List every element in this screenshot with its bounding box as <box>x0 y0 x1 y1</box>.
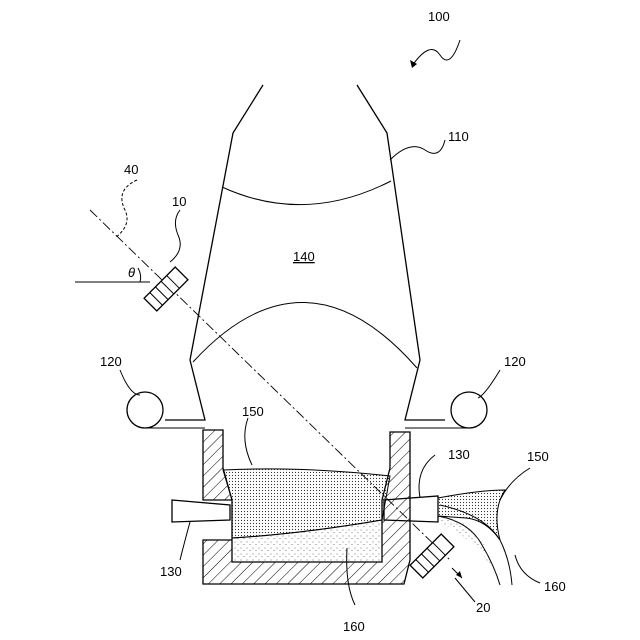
label-20: 20 <box>476 600 490 615</box>
hearth <box>203 430 410 584</box>
ring-left <box>127 392 165 428</box>
label-100: 100 <box>428 9 450 24</box>
sensor-top <box>144 267 188 311</box>
label-theta: θ <box>128 265 135 280</box>
label-110: 110 <box>448 129 469 144</box>
label-130-left: 130 <box>160 564 182 579</box>
label-130-right: 130 <box>448 447 470 462</box>
sensor-bottom <box>410 534 454 578</box>
label-40: 40 <box>124 162 138 177</box>
outflow-stream <box>438 490 512 585</box>
label-10: 10 <box>172 194 186 209</box>
tuyere-left <box>172 500 230 522</box>
label-160-inside: 160 <box>343 619 365 634</box>
label-150-outside: 150 <box>527 449 549 464</box>
label-140: 140 <box>293 249 315 264</box>
label-120-right: 120 <box>504 354 526 369</box>
label-150-inside: 150 <box>242 404 264 419</box>
label-160-outside: 160 <box>544 579 566 594</box>
ring-right <box>451 392 487 428</box>
label-120-left: 120 <box>100 354 122 369</box>
angle-arc <box>138 268 141 282</box>
